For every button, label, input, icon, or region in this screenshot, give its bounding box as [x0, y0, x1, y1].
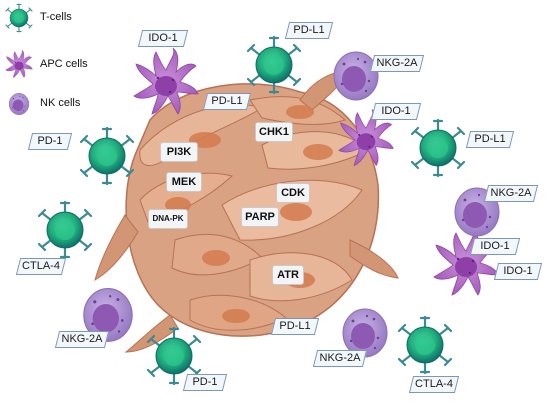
pd1-label: PD-1 [182, 374, 228, 391]
ctla4-label: CTLA-4 [15, 258, 67, 275]
parp-tag: PARP [241, 207, 279, 227]
legend-nk-label: NK cells [40, 97, 81, 109]
cdk-tag: CDK [276, 183, 310, 203]
nkg2a-label: NKG-2A [54, 331, 110, 348]
dnapk-tag: DNA-PK [148, 209, 188, 229]
pdl1-label: PD-L1 [284, 22, 334, 39]
legend-tcell-icon [5, 3, 33, 33]
tcell-icon [79, 126, 135, 186]
pdl1-label: PD-L1 [270, 318, 320, 335]
mek-tag: MEK [166, 172, 202, 192]
ido1-label: IDO-1 [469, 238, 521, 255]
tcell-icon [37, 200, 93, 260]
pd1-label: PD-1 [27, 133, 73, 150]
ctla4-label: CTLA-4 [408, 376, 460, 393]
pi3k-tag: PI3K [160, 142, 198, 162]
chk1-tag: CHK1 [255, 122, 293, 142]
legend-apc-label: APC cells [40, 58, 88, 70]
legend-nk-icon [8, 92, 30, 116]
pdl1-tumor-label: PD-L1 [202, 93, 252, 110]
nkg2a-label: NKG-2A [312, 350, 368, 367]
ido1-label: IDO-1 [493, 263, 543, 280]
tcell-icon [397, 315, 453, 375]
pdl1-label: PD-L1 [465, 131, 515, 148]
legend-apc-icon [5, 49, 33, 78]
tcell-icon [410, 118, 466, 178]
atr-tag: ATR [272, 265, 304, 285]
ido1-label: IDO-1 [370, 103, 422, 120]
nkg2a-label: NKG-2A [483, 185, 539, 202]
legend-tcells-label: T-cells [40, 11, 72, 23]
ido1-label: IDO-1 [137, 30, 189, 47]
nkg2a-label: NKG-2A [369, 55, 425, 72]
